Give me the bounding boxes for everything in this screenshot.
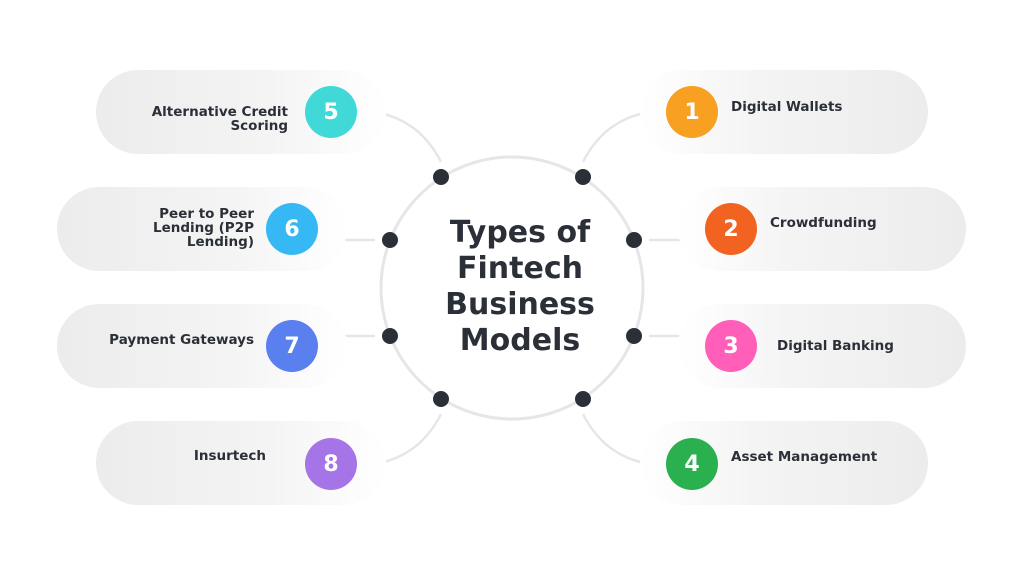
item-5-badge: 5 [305,86,357,138]
title-line: Fintech [457,251,583,286]
item-5-label: Alternative Credit Scoring [151,104,288,134]
item-4-label: Asset Management [731,449,878,465]
dot-8 [433,391,449,407]
item-8-label: Insurtech [193,448,266,464]
item-6-label: Peer to Peer Lending (P2P Lending) [153,206,254,250]
center-ring [379,155,645,421]
dot-4 [575,391,591,407]
item-2-label: Crowdfunding [770,215,877,231]
item-1-badge: 1 [666,86,718,138]
item-4-badge: 4 [666,438,718,490]
center-title: Types of Fintech Business Models [420,215,620,359]
item-8-badge: 8 [305,438,357,490]
item-3-label: Digital Banking [777,338,894,354]
dot-1 [575,169,591,185]
dot-3 [626,328,642,344]
connector-1 [581,110,650,163]
dot-2 [626,232,642,248]
item-2-badge: 2 [705,203,757,255]
item-3-badge: 3 [705,320,757,372]
connector-4 [581,413,650,466]
dot-7 [382,328,398,344]
item-7-label: Payment Gateways [109,332,254,348]
dot-5 [433,169,449,185]
title-line: Business [445,287,595,322]
title-line: Types of [449,215,591,250]
title-line: Models [459,323,581,358]
dot-6 [382,232,398,248]
item-7-badge: 7 [266,320,318,372]
item-6-badge: 6 [266,203,318,255]
item-1-label: Digital Wallets [731,99,843,115]
